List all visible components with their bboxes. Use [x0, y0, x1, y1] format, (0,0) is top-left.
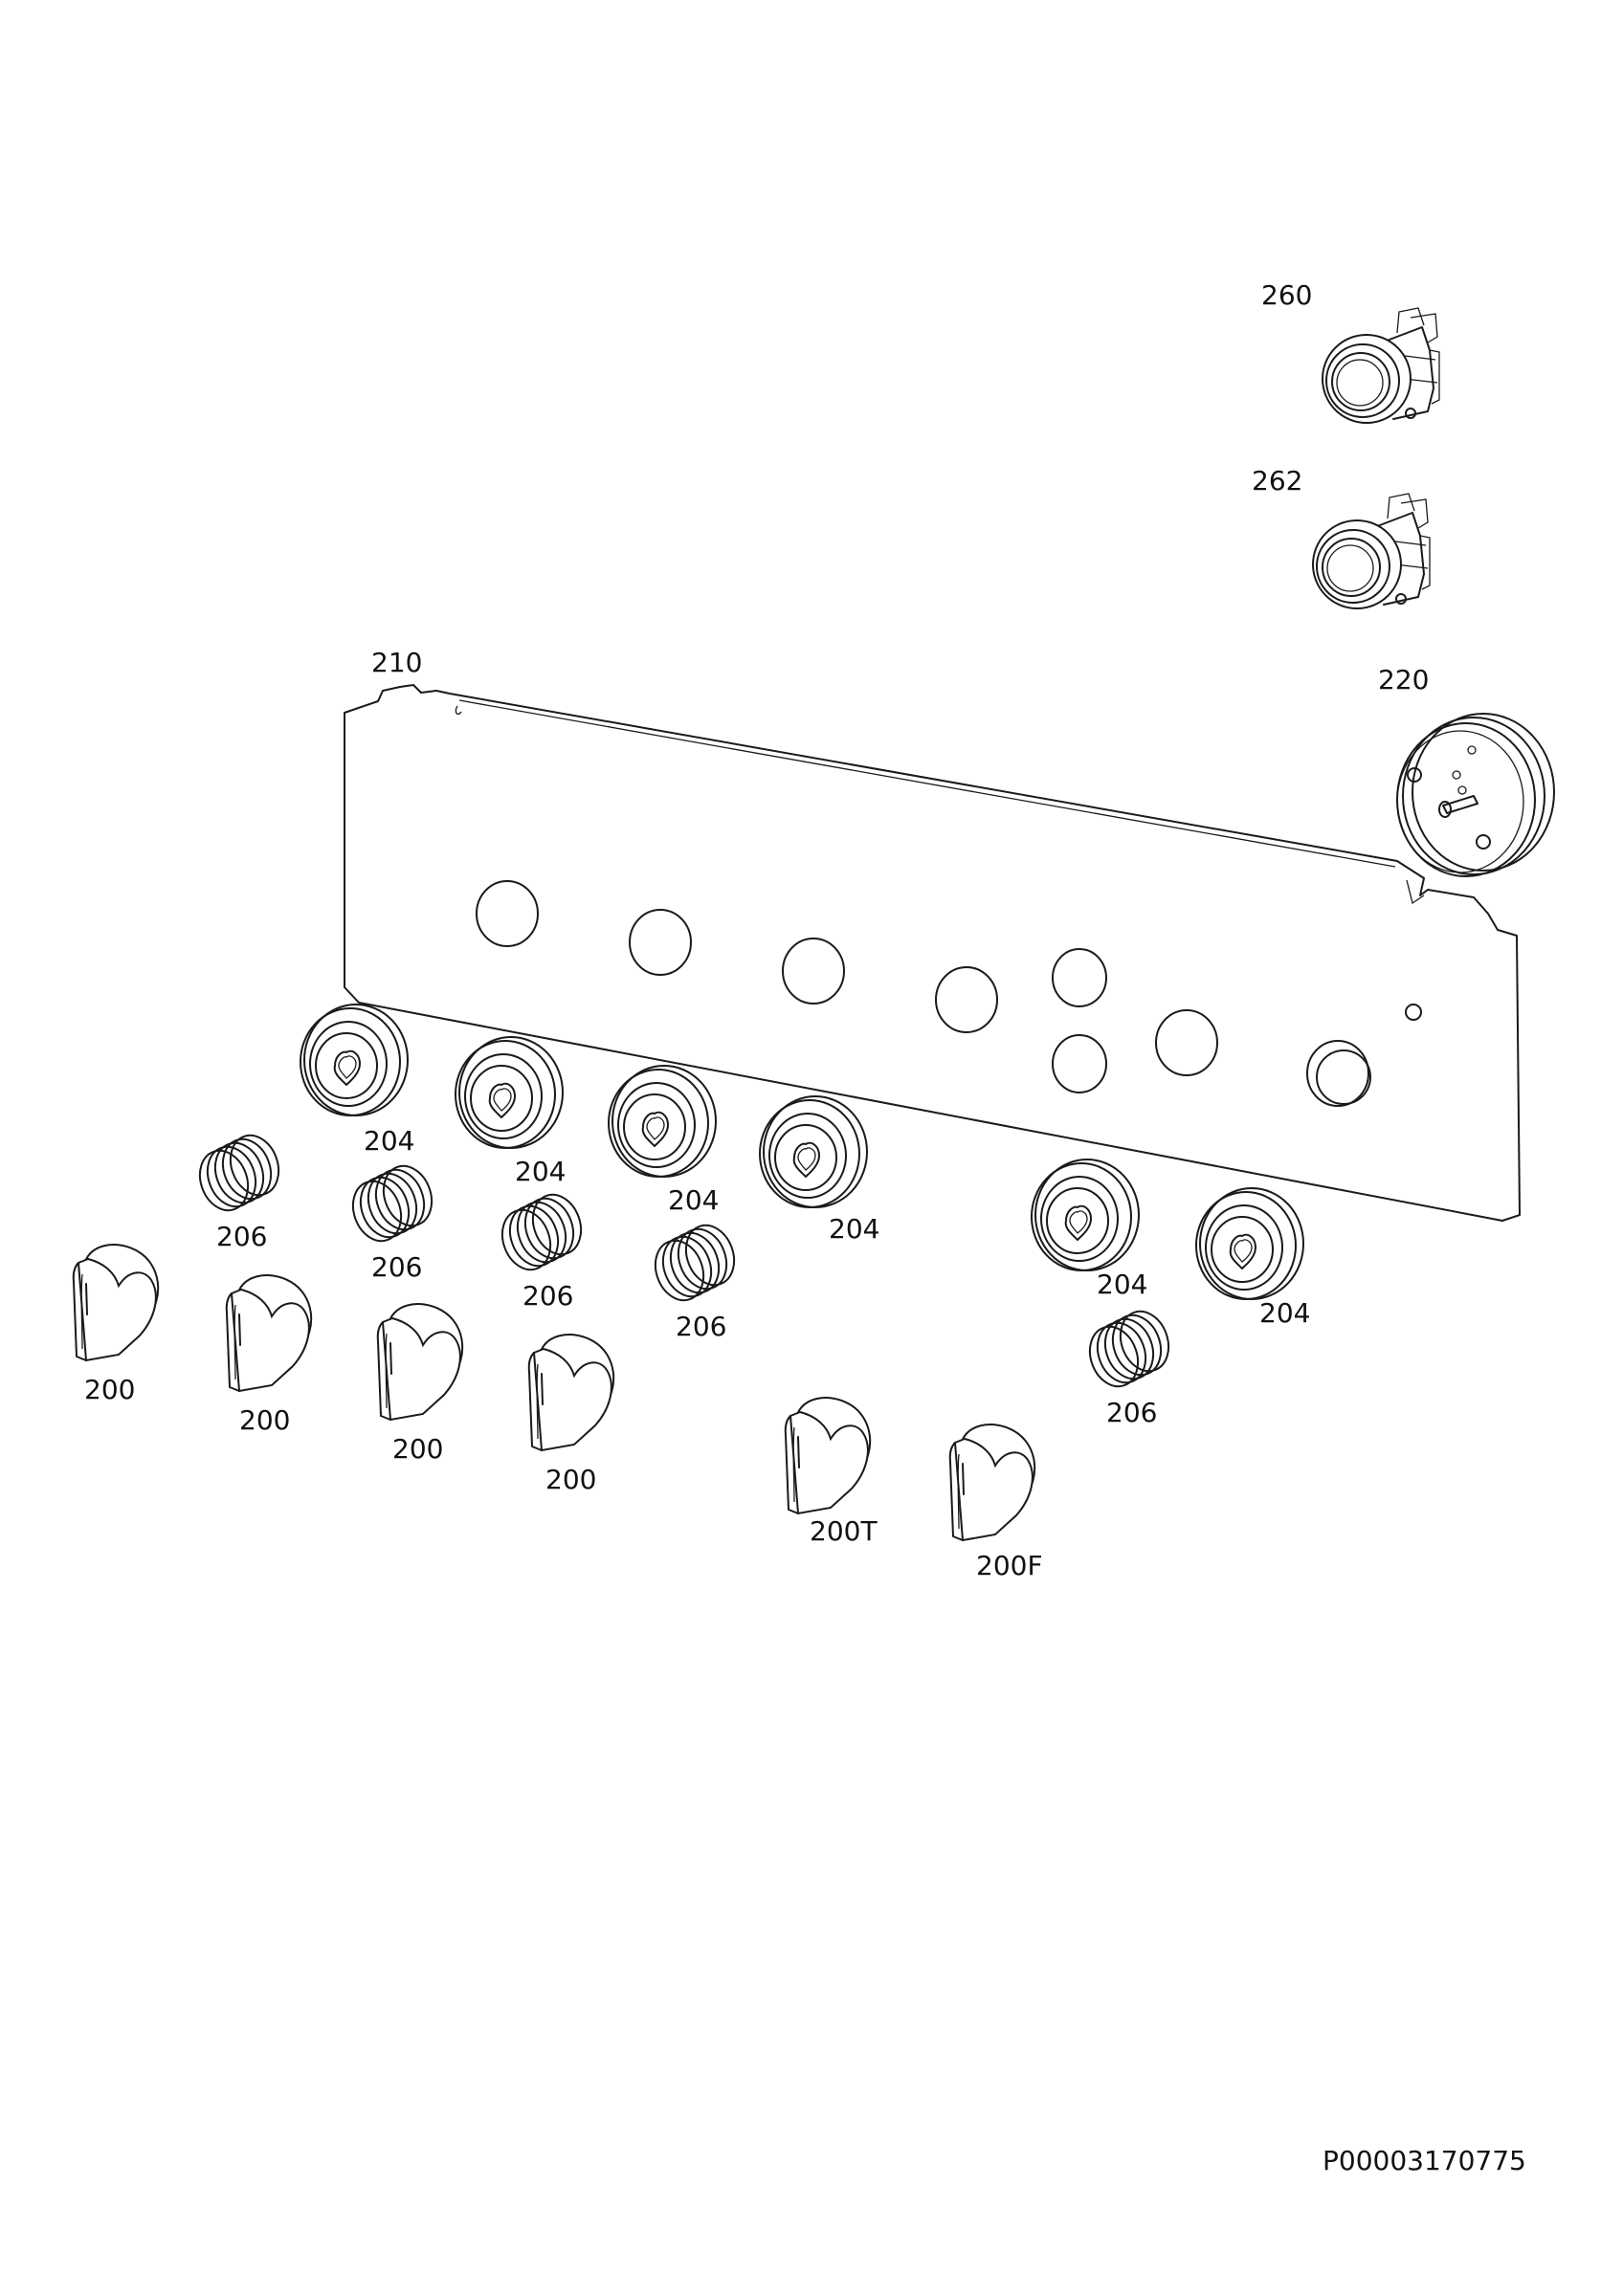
- control-knob-200: [225, 1274, 313, 1392]
- label-204: 204: [829, 1213, 879, 1245]
- indicator-lamp-262: [1312, 493, 1431, 609]
- label-210: 210: [371, 647, 422, 678]
- spring-206: [344, 1158, 441, 1249]
- knob-bezel-204: [455, 1036, 564, 1149]
- label-204: 204: [1097, 1269, 1147, 1300]
- spring-206: [1080, 1303, 1178, 1395]
- control-knob-200: [527, 1334, 615, 1451]
- label-206: 206: [676, 1311, 726, 1342]
- label-206: 206: [522, 1280, 573, 1312]
- knob-bezel-204: [608, 1065, 717, 1178]
- label-204: 204: [668, 1184, 719, 1216]
- spring-206: [646, 1217, 744, 1309]
- label-200: 200: [239, 1404, 290, 1436]
- label-200: 200: [545, 1464, 596, 1495]
- label-204: 204: [1259, 1297, 1310, 1329]
- control-knob-200: [376, 1303, 464, 1421]
- knob-bezel-204: [759, 1095, 868, 1208]
- control-panel-210: [344, 684, 1521, 1222]
- label-204: 204: [364, 1125, 414, 1157]
- timer-220: [1396, 713, 1555, 877]
- label-200F: 200F: [976, 1550, 1043, 1581]
- label-262: 262: [1252, 465, 1302, 497]
- panel-holes: [476, 880, 1422, 1107]
- label-204: 204: [515, 1156, 566, 1187]
- control-knob-200: [72, 1244, 160, 1361]
- document-id: P00003170775: [1323, 2145, 1526, 2176]
- knob-bezel-204: [1195, 1187, 1304, 1300]
- label-206: 206: [1106, 1397, 1157, 1428]
- spring-206: [190, 1127, 288, 1219]
- label-200: 200: [392, 1433, 443, 1465]
- label-200: 200: [84, 1374, 135, 1405]
- knob-bezel-204: [1031, 1159, 1140, 1271]
- label-200T: 200T: [810, 1515, 878, 1547]
- label-260: 260: [1261, 279, 1312, 311]
- label-220: 220: [1378, 664, 1429, 695]
- control-knob-200T: [784, 1397, 872, 1514]
- spring-206: [493, 1186, 590, 1278]
- label-206: 206: [371, 1251, 422, 1283]
- knob-bezel-204: [300, 1004, 409, 1116]
- control-knob-200F: [948, 1424, 1036, 1541]
- indicator-lamp-260: [1322, 307, 1440, 424]
- label-206: 206: [216, 1221, 267, 1252]
